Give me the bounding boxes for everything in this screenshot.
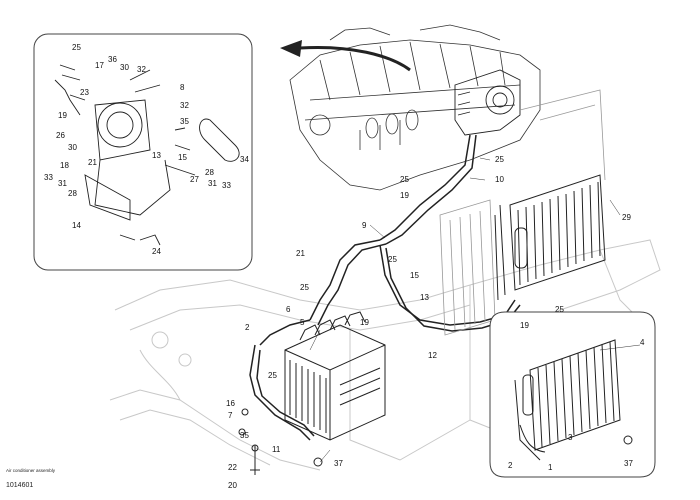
direction-arrow [280,40,411,72]
callout: 20 [228,481,237,490]
callout: 25 [555,305,564,314]
callout: 25 [388,255,397,264]
leader-lines [309,157,641,463]
callout: 14 [72,221,81,230]
callout: 8 [180,83,185,92]
callout: 15 [410,271,419,280]
callout: 25 [300,283,309,292]
callout: 2 [245,323,250,332]
callout: 17 [95,61,104,70]
callout: 26 [56,131,65,140]
callout: 18 [60,161,69,170]
callout: 35 [180,117,189,126]
evaporator-unit [284,311,386,441]
callout: 28 [205,168,214,177]
callout: 25 [495,155,504,164]
callout: 5 [300,318,305,327]
callout: 9 [362,221,367,230]
engine-block [289,24,541,191]
callout: 19 [58,111,67,120]
callout: 27 [190,175,199,184]
callout: 4 [640,338,645,347]
condenser-main [494,174,606,301]
callout: 7 [228,411,233,420]
figure-caption-small: Air conditioner assembly [6,468,56,473]
condenser-detail-inset [489,311,656,478]
callout: 21 [88,158,97,167]
compressor-detail-inset [33,33,253,271]
callout: 34 [240,155,249,164]
callout: 13 [152,151,161,160]
callout: 23 [80,88,89,97]
callout: 21 [296,249,305,258]
callout: 16 [226,399,235,408]
callout: 25 [268,371,277,380]
radiator-frame [439,89,606,336]
callout: 2 [508,461,513,470]
callout: 37 [624,459,633,468]
callout: 15 [178,153,187,162]
callout: 32 [180,101,189,110]
callouts-inset-top-left: 25 36 17 30 32 8 23 19 26 30 18 21 15 13… [44,43,249,256]
figure-id: 1014601 [6,482,34,489]
callout: 28 [68,189,77,198]
callout: 36 [108,55,117,64]
callout: 37 [334,459,343,468]
callout: 19 [400,191,409,200]
callout: 25 [72,43,81,52]
callout: 24 [152,247,161,256]
callouts-inset-bottom-right: 4 3 1 2 37 [508,338,645,472]
callout: 30 [68,143,77,152]
callout: 19 [520,321,529,330]
callout: 6 [286,305,291,314]
callout: 32 [137,65,146,74]
callout: 29 [622,213,631,222]
callout: 1 [548,463,553,472]
machine-frame [109,239,661,471]
callout: 12 [428,351,437,360]
callout: 13 [420,293,429,302]
callout: 19 [360,318,369,327]
callout: 10 [495,175,504,184]
callout: 30 [120,63,129,72]
callout: 3 [568,433,573,442]
callout: 25 [400,175,409,184]
fittings [238,408,323,475]
callout: 11 [272,445,281,454]
callout: 33 [222,181,231,190]
callouts-main: 25 10 25 29 9 19 25 25 15 13 19 6 12 2 5… [226,155,631,490]
callout: 31 [208,179,217,188]
callout: 31 [58,179,67,188]
callout: 35 [240,431,249,440]
compressor [454,69,521,136]
callout: 22 [228,463,237,472]
callout: 33 [44,173,53,182]
